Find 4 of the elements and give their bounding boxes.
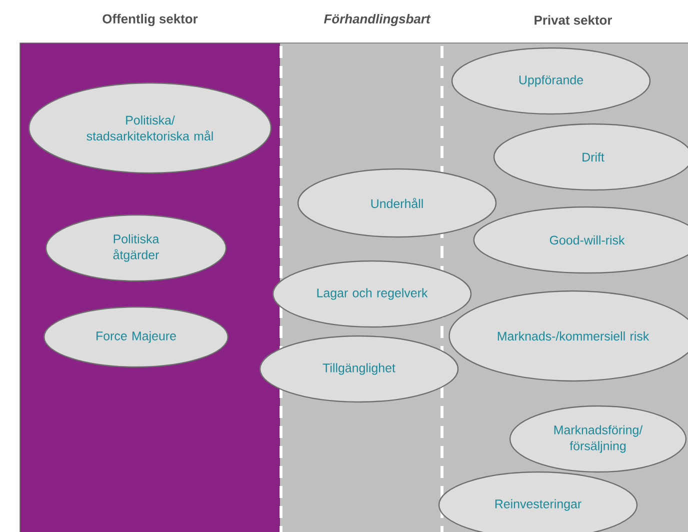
column-heading: Förhandlingsbart [324, 14, 431, 26]
node-label: Marknads-/kommersiell risk [498, 331, 650, 341]
column-heading: Privat sektor [534, 15, 612, 25]
column-heading: Offentlig sektor [102, 14, 198, 26]
